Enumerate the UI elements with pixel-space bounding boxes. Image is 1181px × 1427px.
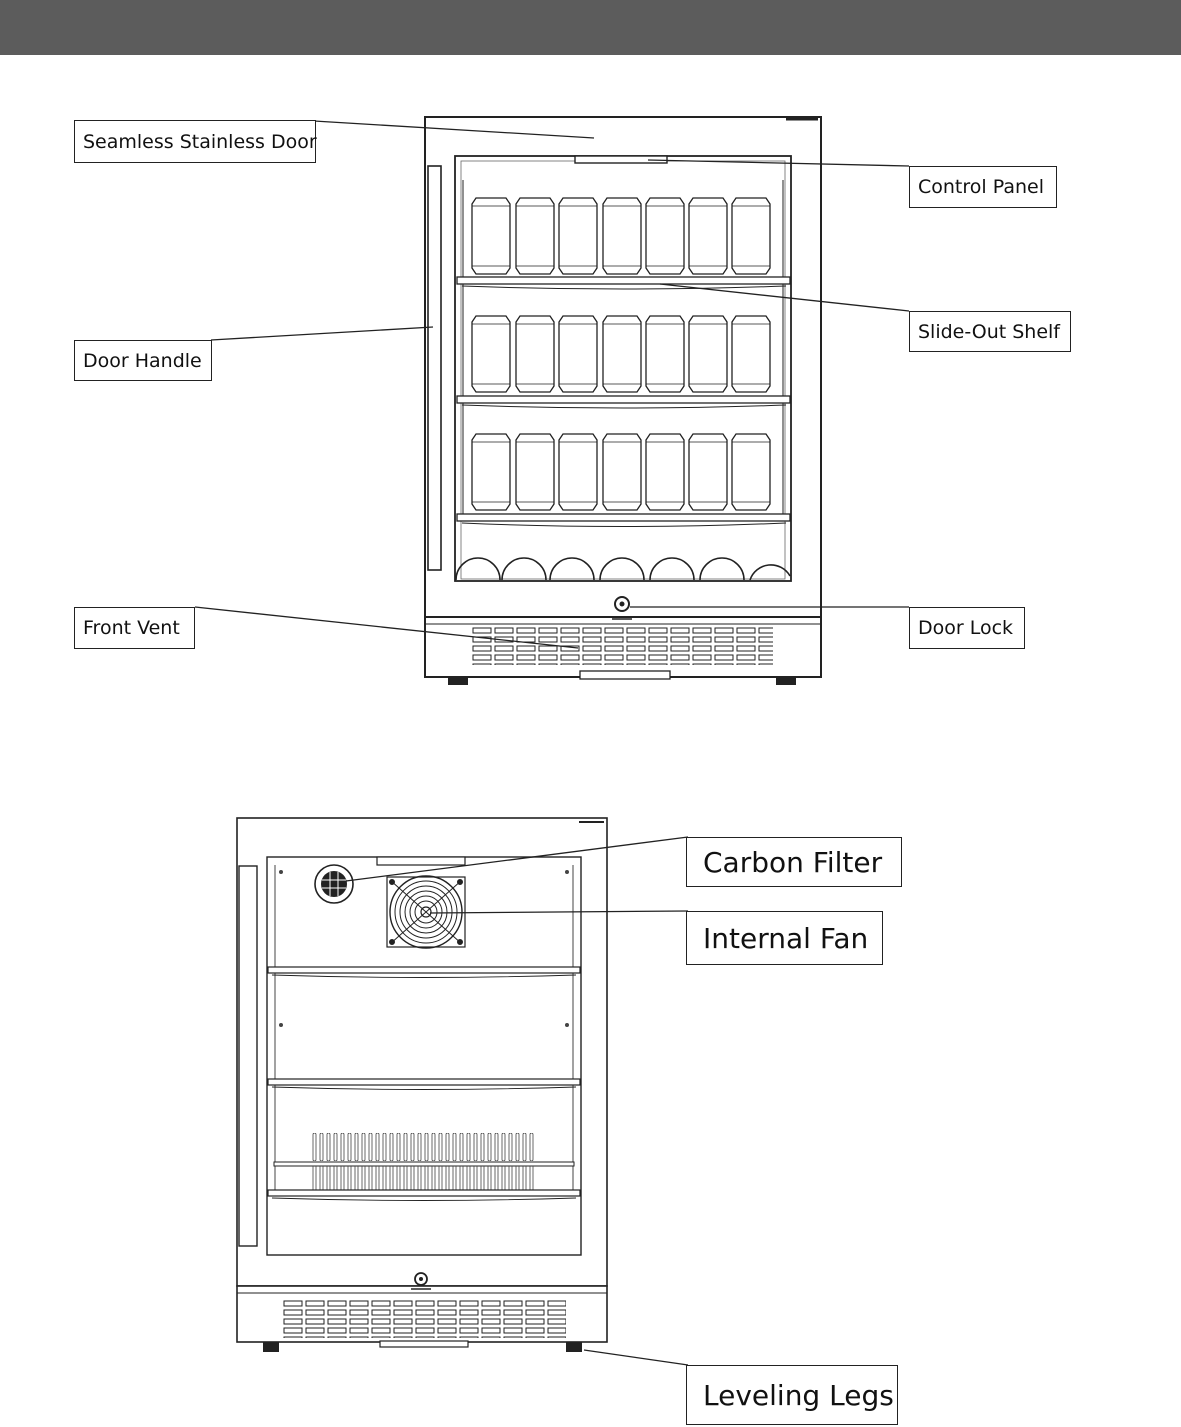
- foot-right: [776, 677, 796, 685]
- label-carbon-filter: Carbon Filter: [686, 837, 902, 887]
- door-handle-2: [238, 865, 258, 1247]
- label-seamless-stainless-door: Seamless Stainless Door: [74, 120, 317, 163]
- label-door-handle: Door Handle: [74, 340, 212, 381]
- carbon-filter: [314, 864, 354, 904]
- control-panel: [574, 155, 668, 164]
- label-slide-out-shelf: Slide-Out Shelf: [909, 311, 1071, 352]
- label-front-vent: Front Vent: [74, 607, 195, 649]
- cans-row-3: [471, 433, 771, 511]
- leveling-leg-right: [566, 1342, 582, 1352]
- label-leveling-legs: Leveling Legs: [686, 1365, 898, 1425]
- cans-row-2: [471, 315, 771, 393]
- label-door-lock: Door Lock: [909, 607, 1025, 649]
- evaporator-fins-lower: [312, 1166, 536, 1190]
- label-control-panel: Control Panel: [909, 166, 1057, 208]
- header-bar: [0, 0, 1181, 55]
- bottom-leader-lines: [345, 836, 689, 1366]
- front-view-fridge: [424, 116, 822, 685]
- door-handle: [427, 165, 442, 571]
- slide-out-shelf: [456, 276, 791, 285]
- front-vent-2: [283, 1300, 566, 1338]
- front-vent: [472, 627, 773, 665]
- leveling-leg-left: [263, 1342, 279, 1352]
- evaporator-fins-upper: [312, 1133, 536, 1161]
- foot-left: [448, 677, 468, 685]
- interior-view-fridge: [236, 817, 608, 1352]
- internal-fan: [386, 875, 466, 949]
- label-internal-fan: Internal Fan: [686, 911, 883, 965]
- cans-row-1: [471, 197, 771, 275]
- top-leader-lines: [194, 120, 910, 649]
- cans-bottom-row: [455, 557, 791, 581]
